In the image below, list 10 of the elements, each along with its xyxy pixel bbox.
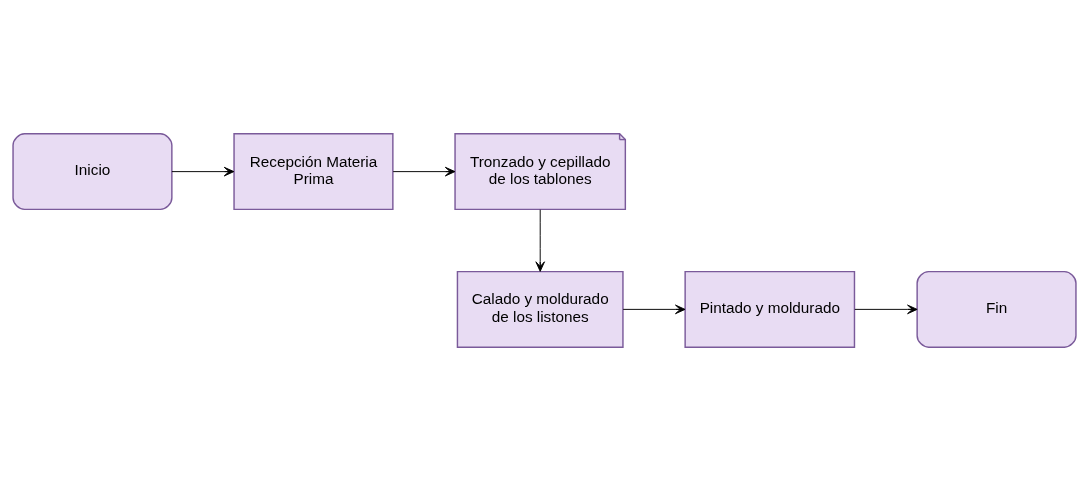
arrow	[854, 304, 918, 314]
node-box: Fin	[916, 270, 1077, 348]
node-box: Inicio	[12, 132, 173, 210]
arrow	[535, 208, 545, 272]
node-box: Recepción Materia Prima	[233, 132, 394, 210]
node-box: Calado y moldurado de los listones	[456, 270, 624, 348]
arrow	[392, 166, 456, 176]
node-box: Pintado y moldurado	[684, 270, 856, 348]
arrow	[171, 166, 235, 176]
arrow	[622, 304, 686, 314]
